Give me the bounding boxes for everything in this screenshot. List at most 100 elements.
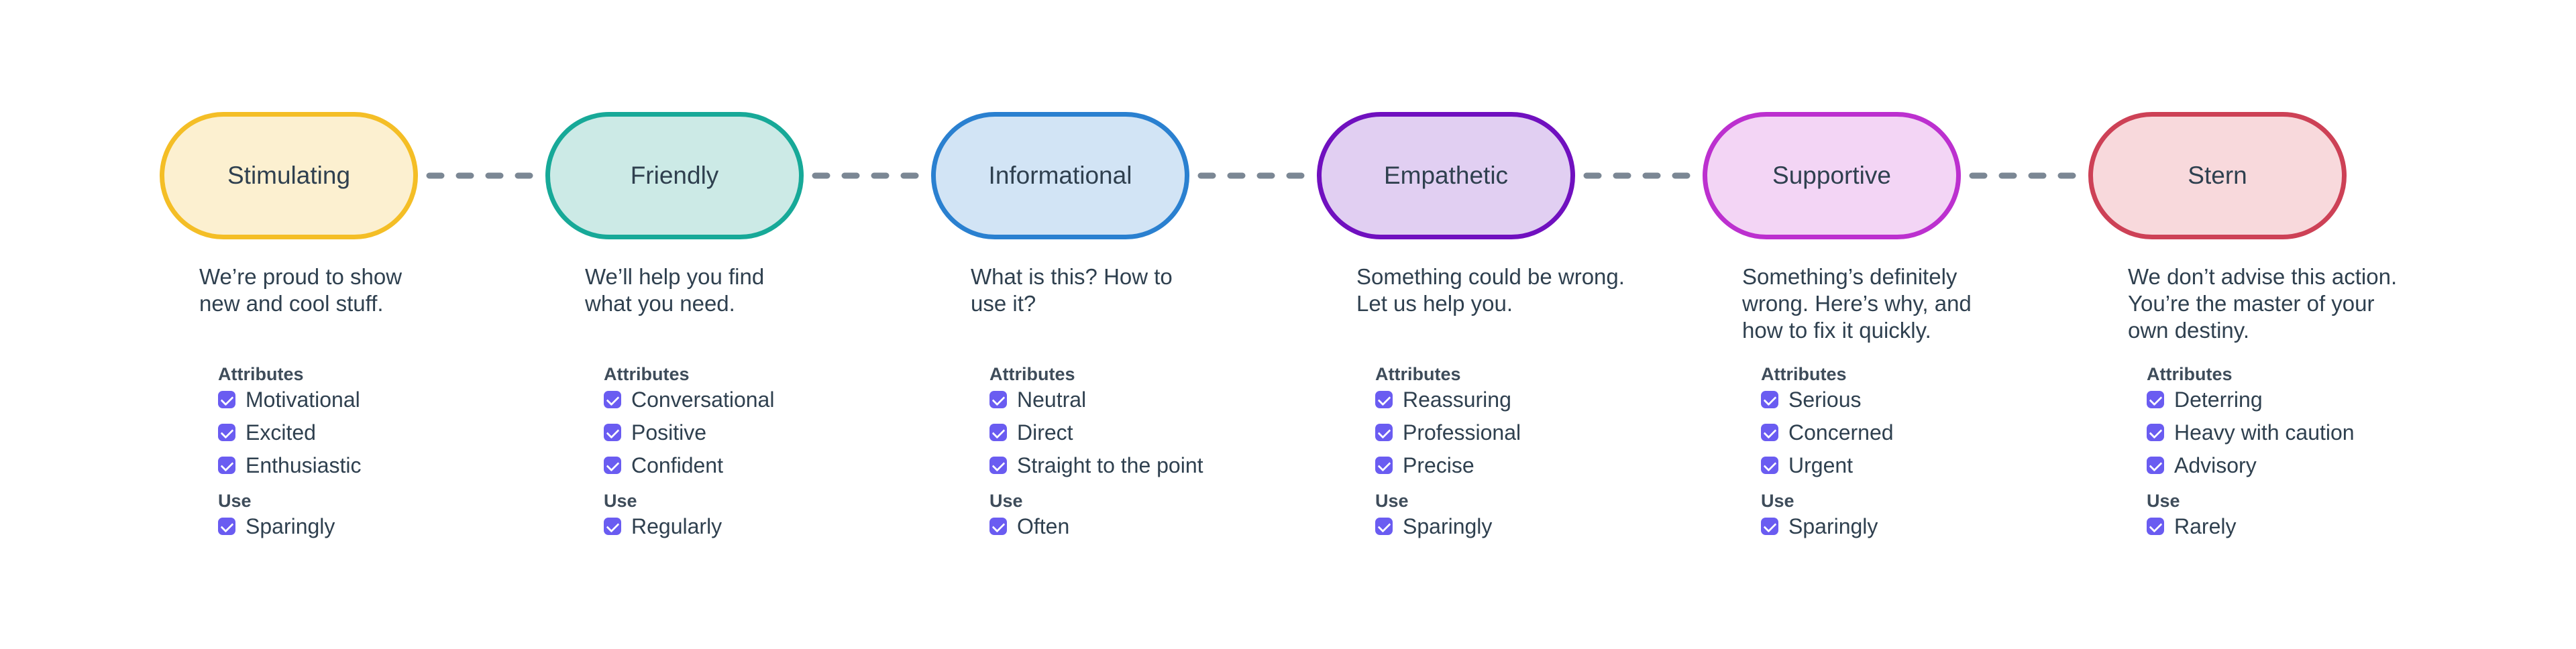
dashed-connector-line (1583, 172, 1690, 179)
attribute-checkbox-row[interactable]: Serious (1761, 388, 2088, 412)
attribute-label: Advisory (2174, 453, 2257, 477)
attribute-checkbox-row[interactable]: Advisory (2147, 453, 2474, 477)
attribute-checkbox-row[interactable]: Motivational (218, 388, 545, 412)
checkbox-checked-icon[interactable] (604, 424, 621, 441)
checkbox-checked-icon[interactable] (1761, 518, 1778, 535)
use-checkbox-row[interactable]: Often (989, 514, 1317, 538)
tone-description: We’re proud to show new and cool stuff. (199, 264, 402, 316)
tone-pill-informational: Informational (931, 112, 1189, 239)
checkbox-checked-icon[interactable] (989, 424, 1007, 441)
attributes-section: Attributes Serious Concerned Urgent (1703, 364, 2088, 477)
tone-pill-label: Empathetic (1383, 162, 1509, 189)
tone-column-supportive: Supportive Something’s definitely wrong.… (1703, 112, 2088, 550)
attributes-section: Attributes Motivational Excited Enthusia… (160, 364, 545, 477)
attributes-heading: Attributes (1761, 364, 1847, 384)
use-heading: Use (1761, 491, 1794, 511)
tone-pill-label: Friendly (630, 162, 719, 189)
attributes-heading: Attributes (1375, 364, 1461, 384)
checkbox-checked-icon[interactable] (2147, 424, 2164, 441)
attribute-checkbox-row[interactable]: Direct (989, 420, 1317, 445)
attributes-section: Attributes Conversational Positive Confi… (545, 364, 931, 477)
attribute-checkbox-row[interactable]: Urgent (1761, 453, 2088, 477)
tone-pill-stern: Stern (2088, 112, 2347, 239)
attributes-section: Attributes Reassuring Professional Preci… (1317, 364, 1703, 477)
attribute-checkbox-row[interactable]: Professional (1375, 420, 1703, 445)
tone-column-stimulating: Stimulating We’re proud to show new and … (160, 112, 545, 550)
use-checkbox-row[interactable]: Sparingly (218, 514, 545, 538)
use-label: Sparingly (1403, 514, 1493, 538)
dashed-connector-line (1969, 172, 2076, 179)
checkbox-checked-icon[interactable] (1375, 391, 1393, 408)
attribute-label: Urgent (1788, 453, 1854, 477)
tone-pill-supportive: Supportive (1703, 112, 1961, 239)
checkbox-checked-icon[interactable] (1375, 518, 1393, 535)
use-heading: Use (1375, 491, 1409, 511)
attribute-checkbox-row[interactable]: Straight to the point (989, 453, 1317, 477)
use-section: Use Rarely (2088, 491, 2474, 538)
checkbox-checked-icon[interactable] (604, 391, 621, 408)
checkbox-checked-icon[interactable] (989, 457, 1007, 474)
checkbox-checked-icon[interactable] (2147, 391, 2164, 408)
attribute-checkbox-row[interactable]: Enthusiastic (218, 453, 545, 477)
use-label: Sparingly (246, 514, 335, 538)
checkbox-checked-icon[interactable] (2147, 457, 2164, 474)
tone-column-empathetic: Empathetic Something could be wrong. Let… (1317, 112, 1703, 550)
tone-description: We’ll help you find what you need. (585, 264, 765, 316)
attribute-label: Straight to the point (1017, 453, 1203, 477)
attribute-label: Enthusiastic (246, 453, 362, 477)
attribute-label: Serious (1788, 387, 1862, 412)
attribute-label: Direct (1017, 420, 1073, 445)
checkbox-checked-icon[interactable] (218, 424, 235, 441)
use-label: Often (1017, 514, 1070, 538)
attribute-checkbox-row[interactable]: Heavy with caution (2147, 420, 2474, 445)
checkbox-checked-icon[interactable] (218, 518, 235, 535)
checkbox-checked-icon[interactable] (2147, 518, 2164, 535)
checkbox-checked-icon[interactable] (218, 457, 235, 474)
tone-column-informational: Informational What is this? How to use i… (931, 112, 1317, 550)
attributes-heading: Attributes (604, 364, 690, 384)
use-checkbox-row[interactable]: Sparingly (1375, 514, 1703, 538)
tone-column-friendly: Friendly We’ll help you find what you ne… (545, 112, 931, 550)
use-label: Rarely (2174, 514, 2237, 538)
attribute-label: Confident (631, 453, 723, 477)
attributes-heading: Attributes (989, 364, 1075, 384)
use-label: Regularly (631, 514, 722, 538)
attribute-checkbox-row[interactable]: Positive (604, 420, 931, 445)
attribute-label: Concerned (1788, 420, 1894, 445)
use-heading: Use (218, 491, 252, 511)
use-checkbox-row[interactable]: Sparingly (1761, 514, 2088, 538)
attribute-checkbox-row[interactable]: Neutral (989, 388, 1317, 412)
checkbox-checked-icon[interactable] (989, 391, 1007, 408)
attribute-checkbox-row[interactable]: Reassuring (1375, 388, 1703, 412)
attribute-checkbox-row[interactable]: Concerned (1761, 420, 2088, 445)
checkbox-checked-icon[interactable] (604, 518, 621, 535)
attribute-label: Reassuring (1403, 387, 1511, 412)
attribute-checkbox-row[interactable]: Deterring (2147, 388, 2474, 412)
use-section: Use Sparingly (160, 491, 545, 538)
dashed-connector-line (1197, 172, 1305, 179)
attribute-checkbox-row[interactable]: Confident (604, 453, 931, 477)
tone-pill-label: Stern (2188, 162, 2247, 189)
attributes-section: Attributes Deterring Heavy with caution … (2088, 364, 2474, 477)
checkbox-checked-icon[interactable] (989, 518, 1007, 535)
use-section: Use Regularly (545, 491, 931, 538)
attribute-checkbox-row[interactable]: Conversational (604, 388, 931, 412)
checkbox-checked-icon[interactable] (1761, 424, 1778, 441)
use-checkbox-row[interactable]: Regularly (604, 514, 931, 538)
tone-pill-empathetic: Empathetic (1317, 112, 1575, 239)
checkbox-checked-icon[interactable] (1375, 424, 1393, 441)
attribute-label: Deterring (2174, 387, 2263, 412)
checkbox-checked-icon[interactable] (604, 457, 621, 474)
checkbox-checked-icon[interactable] (1375, 457, 1393, 474)
checkbox-checked-icon[interactable] (1761, 457, 1778, 474)
use-checkbox-row[interactable]: Rarely (2147, 514, 2474, 538)
tone-pill-stimulating: Stimulating (160, 112, 418, 239)
tone-pill-label: Informational (988, 162, 1132, 189)
attribute-checkbox-row[interactable]: Precise (1375, 453, 1703, 477)
attribute-checkbox-row[interactable]: Excited (218, 420, 545, 445)
tone-column-stern: Stern We don’t advise this action. You’r… (2088, 112, 2474, 550)
checkbox-checked-icon[interactable] (1761, 391, 1778, 408)
attributes-heading: Attributes (2147, 364, 2233, 384)
attribute-label: Precise (1403, 453, 1474, 477)
checkbox-checked-icon[interactable] (218, 391, 235, 408)
